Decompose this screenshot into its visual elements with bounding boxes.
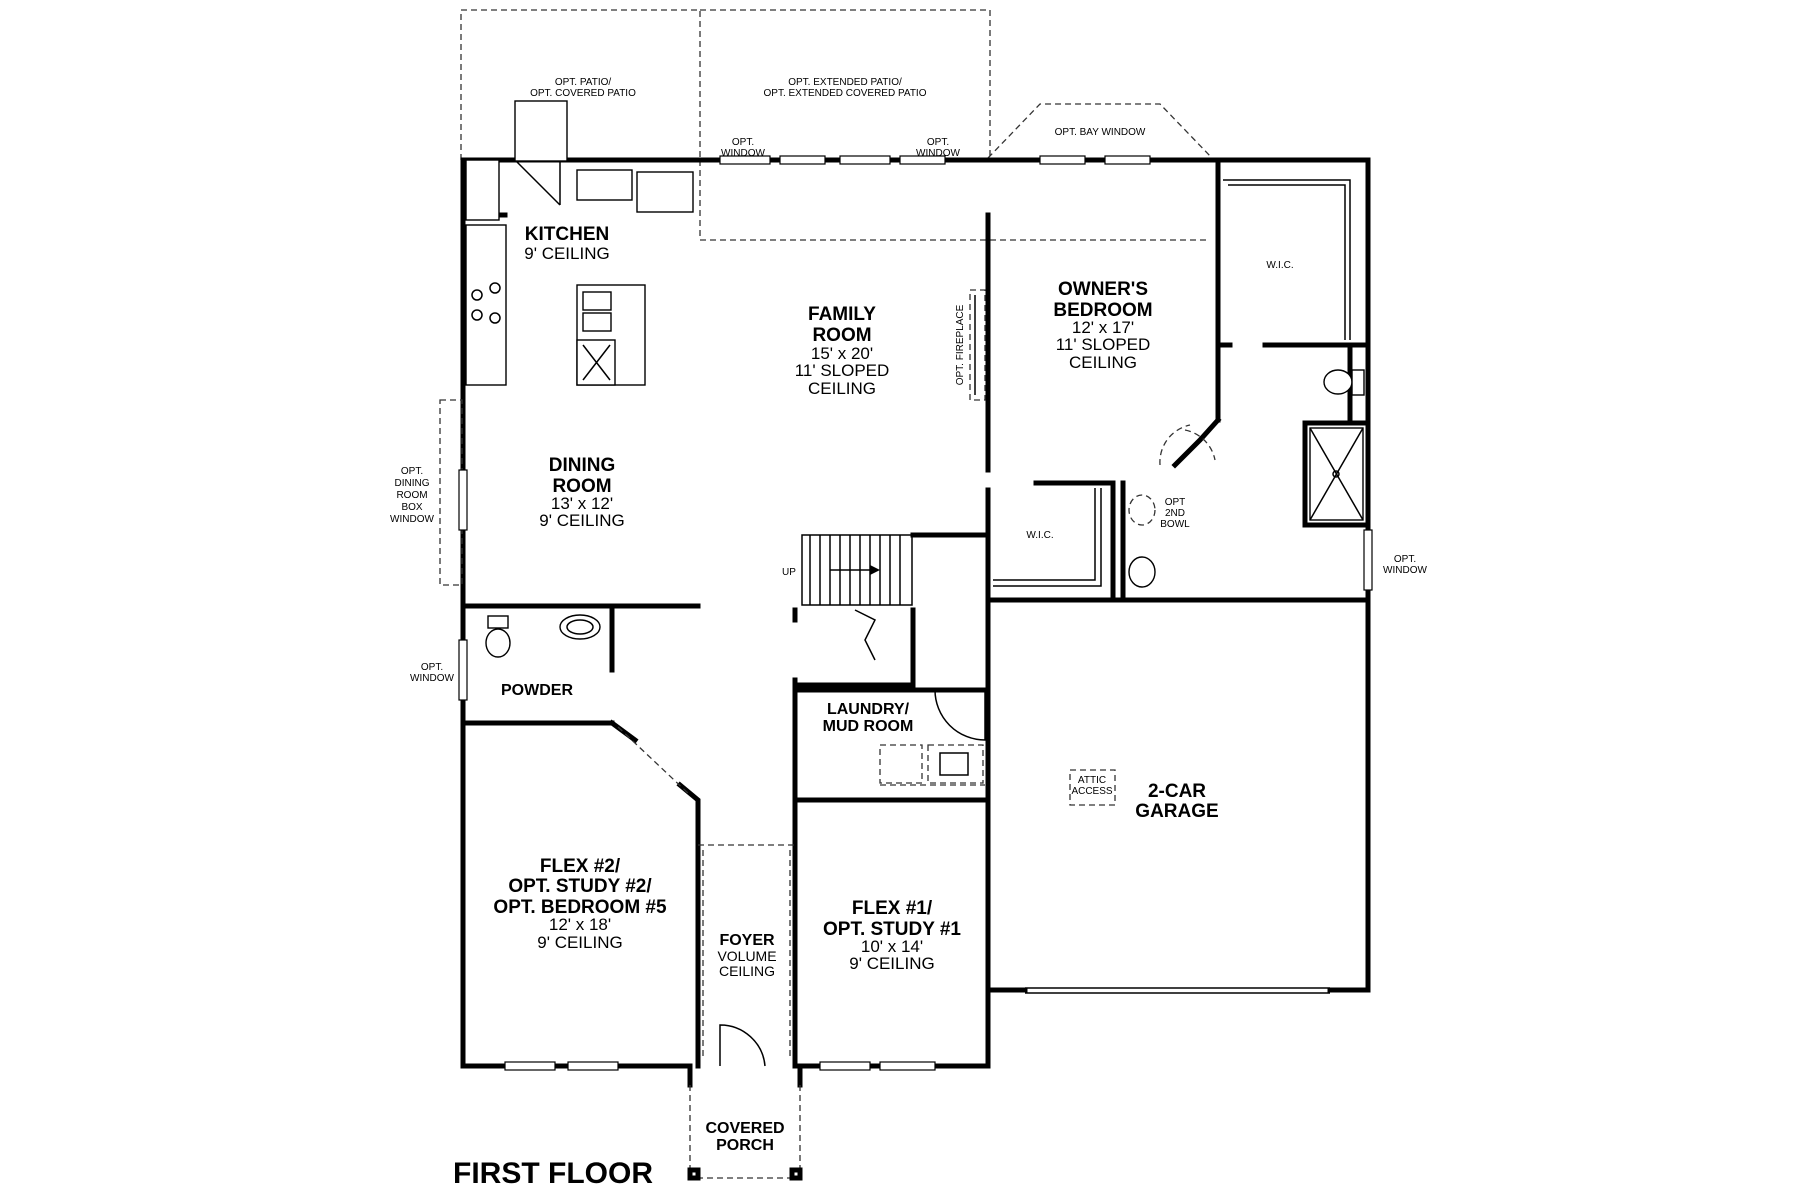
owner-bath-door [1159, 424, 1216, 466]
owners-bedroom-label-1: OWNER'S [1058, 279, 1148, 300]
flex2-label-2: OPT. STUDY #2/ [508, 876, 652, 897]
powder-label: POWDER [501, 682, 573, 699]
family-room-label-1: FAMILY [808, 304, 876, 325]
staircase [801, 534, 913, 661]
opt-extended-patio-label-1: OPT. EXTENDED PATIO/ [788, 77, 902, 88]
opt-dining-box-label-5: WINDOW [390, 514, 434, 525]
family-room-label-2: ROOM [812, 325, 871, 346]
garage-label-1: 2-CAR [1148, 781, 1206, 802]
kitchen-label: KITCHEN [525, 224, 609, 245]
opt-dining-box-label-1: OPT. [401, 466, 423, 477]
opt-fireplace-label: OPT. FIREPLACE [955, 304, 966, 385]
opt-window-label-1b: WINDOW [721, 148, 765, 159]
laundry-label-1: LAUNDRY/ [827, 701, 910, 718]
porch-label-2: PORCH [716, 1137, 774, 1154]
owners-bedroom-ceiling-1: 11' SLOPED [1056, 335, 1151, 354]
family-room-ceiling-1: 11' SLOPED [795, 361, 890, 380]
opt-2nd-bowl-label-3: BOWL [1160, 519, 1190, 530]
opt-patio-label-2: OPT. COVERED PATIO [530, 88, 636, 99]
kitchen-ceiling: 9' CEILING [524, 244, 609, 263]
porch-label-1: COVERED [705, 1120, 784, 1137]
opt-extended-patio-label-2: OPT. EXTENDED COVERED PATIO [764, 88, 927, 99]
wic-shelf [1223, 179, 1351, 340]
floor-title: FIRST FLOOR [453, 1157, 653, 1190]
opt-dining-box-label-2: DINING [395, 478, 430, 489]
family-room-ceiling-2: CEILING [808, 379, 876, 398]
opt-window-right-b: WINDOW [1383, 565, 1427, 576]
kitchen-cabinets [465, 159, 694, 386]
wic-label-upper: W.I.C. [1266, 260, 1293, 271]
opt-window-label-2a: OPT. [927, 137, 949, 148]
interior-walls [460, 157, 1371, 1069]
dining-room-dims: 13' x 12' [551, 494, 613, 513]
foyer-ceiling-1: VOLUME [717, 948, 776, 964]
opt-window-right-a: OPT. [1394, 554, 1416, 565]
opt-window-label-2b: WINDOW [916, 148, 960, 159]
covered-porch-outline [687, 1085, 803, 1181]
family-room-dims: 15' x 20' [811, 344, 873, 363]
owners-bedroom-dims: 12' x 17' [1072, 318, 1134, 337]
dining-room-label-1: DINING [549, 455, 616, 476]
wic-label-lower: W.I.C. [1026, 530, 1053, 541]
laundry-fixtures [879, 689, 986, 786]
windows [458, 155, 1373, 1071]
flex2-dims: 12' x 18' [549, 915, 611, 934]
opt-2nd-bowl-label-1: OPT [1165, 497, 1186, 508]
owners-bedroom-label-2: BEDROOM [1053, 300, 1152, 321]
opt-window-powder-b: WINDOW [410, 673, 454, 684]
opt-2nd-bowl-label-2: 2ND [1165, 508, 1185, 519]
powder-fixtures [485, 614, 601, 658]
kitchen-island [576, 284, 646, 386]
flex2-angled-window [617, 726, 691, 796]
pantry-door-icon [514, 100, 568, 206]
flex1-label-2: OPT. STUDY #1 [823, 919, 961, 940]
flex2-ceiling: 9' CEILING [537, 933, 622, 952]
opt-patio-outline [460, 9, 1210, 241]
foyer-ceiling-2: CEILING [719, 963, 775, 979]
opt-dining-box-label-3: ROOM [396, 490, 427, 501]
opt-patio-label-1: OPT. PATIO/ [555, 77, 612, 88]
owner-bath-fixtures [1128, 369, 1365, 588]
garage-label-2: GARAGE [1135, 801, 1218, 822]
dining-room-ceiling: 9' CEILING [539, 511, 624, 530]
opt-window-label-1a: OPT. [732, 137, 754, 148]
dining-room-label-2: ROOM [552, 476, 611, 497]
attic-access-label-1: ATTIC [1078, 775, 1106, 786]
laundry-label-2: MUD ROOM [823, 718, 914, 735]
wic-lower-shelf [993, 488, 1096, 581]
foyer-label: FOYER [719, 932, 775, 949]
opt-fireplace-outline [969, 289, 986, 401]
opt-dining-box-label-4: BOX [401, 502, 422, 513]
opt-bay-window-label: OPT. BAY WINDOW [1055, 127, 1146, 138]
owners-bedroom-ceiling-2: CEILING [1069, 353, 1137, 372]
flex2-label-1: FLEX #2/ [540, 856, 621, 877]
attic-access [1069, 769, 1116, 806]
stair-up-label: UP [782, 567, 796, 578]
flex1-dims: 10' x 14' [861, 937, 923, 956]
foyer-outline [698, 844, 795, 1067]
range-icon [471, 282, 501, 324]
opt-window-powder-a: OPT. [421, 662, 443, 673]
flex1-ceiling: 9' CEILING [849, 954, 934, 973]
attic-access-label-2: ACCESS [1071, 786, 1112, 797]
flex1-label-1: FLEX #1/ [852, 898, 933, 919]
flex2-label-3: OPT. BEDROOM #5 [493, 897, 667, 918]
opt-bay-window-outline [987, 103, 1213, 159]
